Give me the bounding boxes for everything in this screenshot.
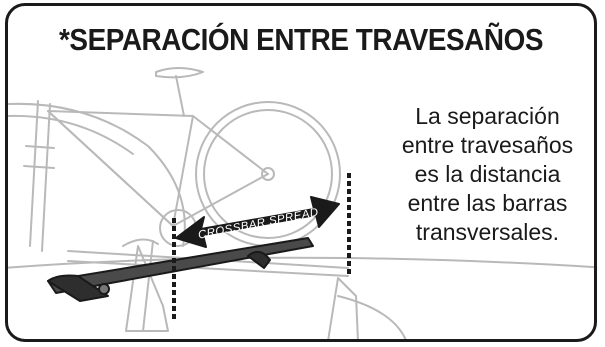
front-tower — [327, 277, 359, 339]
wheel-hub — [261, 167, 275, 181]
panel-title: *SEPARACIÓN ENTRE TRAVESAÑOS — [59, 22, 543, 57]
car-roof-shadow — [337, 295, 407, 339]
description-line: entre las barras — [407, 190, 568, 216]
crossbar-markers — [172, 173, 351, 319]
crossbar-spread-arrow: CROSSBAR SPREAD — [175, 196, 340, 248]
bike-tray — [47, 237, 314, 302]
fork — [29, 100, 39, 247]
rear-tower — [125, 245, 169, 332]
info-panel: *SEPARACIÓN ENTRE TRAVESAÑOS — [5, 3, 597, 342]
description-text: La separación entre travesaños es la dis… — [380, 102, 594, 247]
bike-rack-illustration: CROSSBAR SPREAD — [8, 67, 594, 339]
description-line: entre travesaños — [401, 132, 574, 158]
description-line: transversales. — [415, 219, 560, 245]
description-line: La separación — [415, 103, 560, 129]
description-line: es la distancia — [414, 161, 561, 187]
saddle — [155, 67, 204, 79]
